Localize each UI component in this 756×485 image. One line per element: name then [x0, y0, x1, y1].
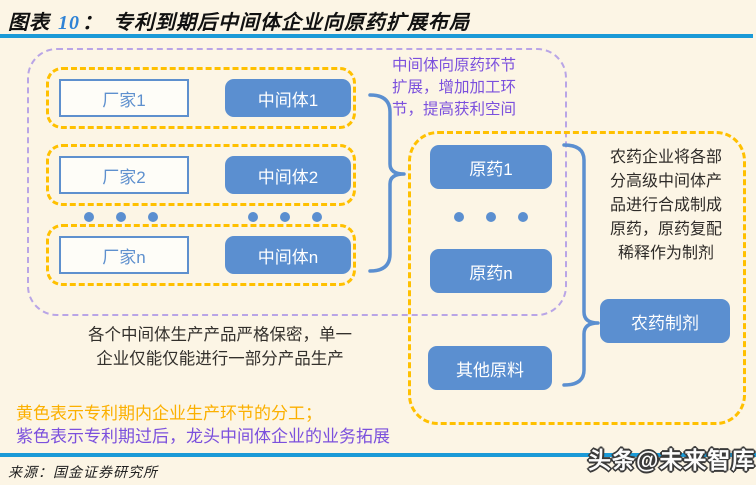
- figure-title: 图表 10： 专利到期后中间体企业向原药扩展布局: [8, 6, 470, 35]
- factory-box-2: 厂家2: [59, 156, 189, 194]
- factory-box-1: 厂家1: [59, 79, 189, 117]
- legend-purple-text: 紫色表示专利期过后，龙头中间体企业的业务拓展: [16, 427, 390, 446]
- intermediate-box-n: 中间体n: [225, 236, 351, 274]
- pesticide-formulation-box: 农药制剂: [600, 299, 730, 343]
- intermediate-box-2: 中间体2: [225, 156, 351, 194]
- secrecy-note: 各个中间体生产产品严格保密，单一 企业仅能仅能进行一部分产品生产: [36, 324, 404, 372]
- bottom-divider-line: [0, 453, 756, 457]
- factory-box-n: 厂家n: [59, 236, 189, 274]
- pesticide-process-description: 农药企业将各部分高级中间体产品进行合成制成原药，原药复配稀释作为制剂: [609, 149, 722, 262]
- drug-box-1: 原药1: [430, 145, 552, 189]
- ellipsis-dots-drugs: [454, 212, 528, 222]
- secrecy-note-line-2: 企业仅能仅能进行一部分产品生产: [96, 349, 344, 368]
- watermark-toutiao: 头条@未来智库: [588, 447, 756, 473]
- expansion-annotation: 中间体向原药环节扩展，增加加工环节，提高获利空间: [392, 57, 517, 118]
- ellipsis-dots-factories: [84, 212, 158, 222]
- manufacturer-group-2: 厂家2 中间体2: [46, 144, 356, 206]
- other-materials-box: 其他原料: [428, 346, 552, 390]
- post-patent-expansion-region: [27, 48, 567, 316]
- intermediate-box-1: 中间体1: [225, 79, 351, 117]
- ellipsis-dots-intermediates: [248, 212, 322, 222]
- figure-number: 10: [58, 12, 80, 34]
- formulation-brace: [562, 143, 600, 387]
- figure-title-label: 图表: [8, 12, 50, 34]
- manufacturer-group-1: 厂家1 中间体1: [46, 67, 356, 129]
- secrecy-note-line-1: 各个中间体生产产品严格保密，单一: [88, 326, 352, 344]
- source-note: 来源：国金证券研究所: [8, 466, 158, 481]
- pesticide-enterprise-region: [408, 131, 746, 425]
- intermediates-brace: [368, 93, 406, 273]
- legend-yellow-text: 黄色表示专利期内企业生产环节的分工；: [16, 404, 322, 423]
- drug-box-n: 原药n: [430, 249, 552, 293]
- top-divider-line: [0, 34, 753, 38]
- manufacturer-group-n: 厂家n 中间体n: [46, 224, 356, 286]
- figure-title-text: 专利到期后中间体企业向原药扩展布局: [113, 12, 470, 34]
- figure-title-colon: ：: [82, 12, 103, 34]
